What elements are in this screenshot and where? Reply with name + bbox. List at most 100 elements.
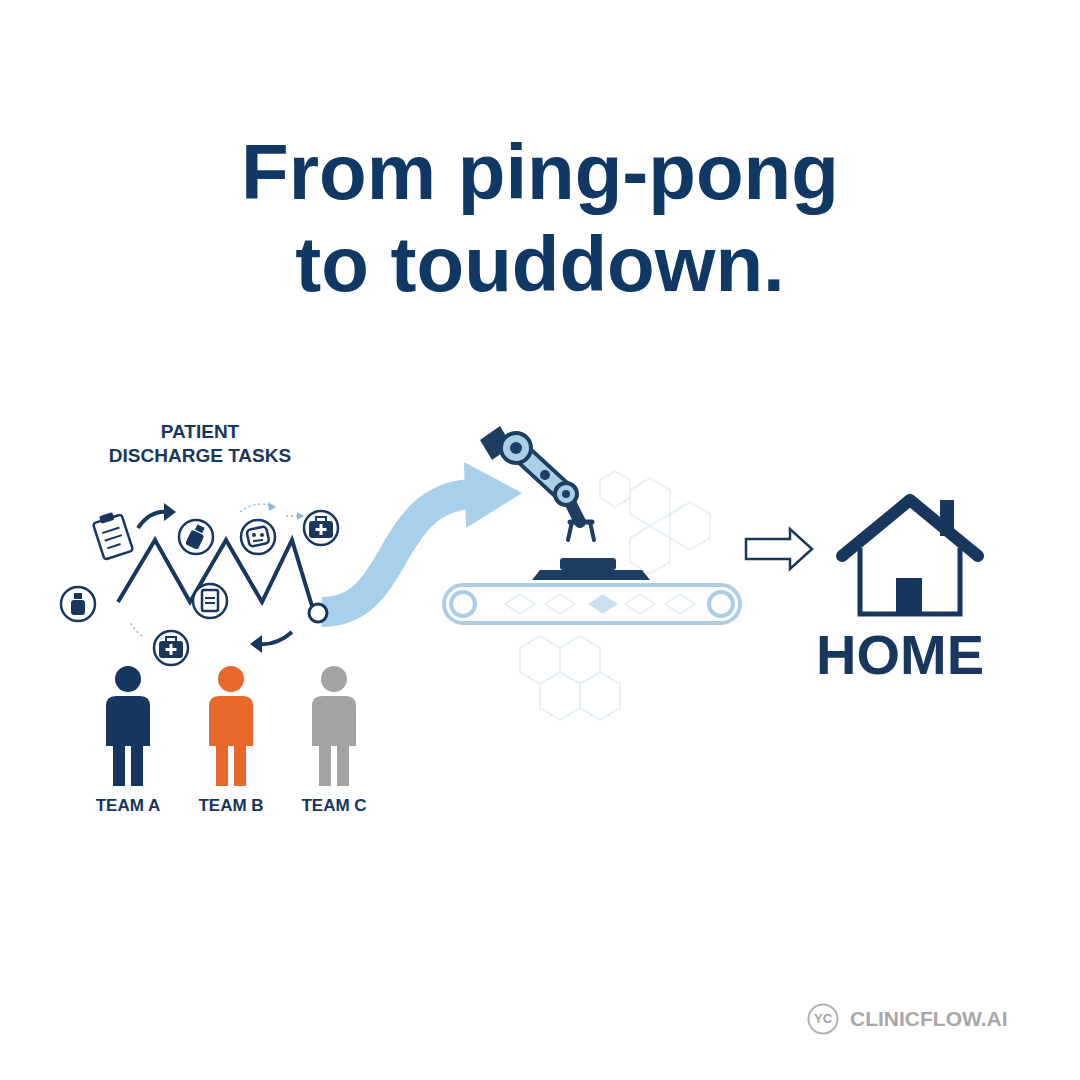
figure-leg — [337, 742, 349, 786]
medkit-icon — [304, 511, 338, 545]
belt-diamond — [588, 594, 618, 614]
destination-label: HOME — [816, 626, 984, 685]
team-figure — [209, 666, 253, 786]
document-icon — [193, 584, 227, 618]
text-slot: PATIENT DISCHARGE TASKS — [103, 420, 298, 469]
team-figure — [312, 666, 356, 786]
document-lines — [205, 598, 215, 603]
bottle-icon — [61, 587, 95, 621]
belt-roller — [451, 592, 475, 616]
clipboard-line — [105, 535, 122, 541]
team-label: TEAM B — [198, 796, 263, 816]
pill-line — [253, 540, 263, 541]
arm-joint — [555, 483, 577, 505]
figure-body — [209, 696, 253, 746]
pill-box — [246, 526, 269, 547]
team-label: TEAM A — [96, 796, 161, 816]
gripper-fingers — [568, 522, 594, 540]
figure-head — [115, 666, 141, 692]
conveyor-belt — [444, 585, 740, 623]
robot-base — [532, 570, 650, 580]
figure-body — [106, 696, 150, 746]
hexagon — [540, 672, 580, 720]
pill-dot — [252, 533, 256, 537]
belt-outline — [444, 585, 740, 623]
belt-roller — [709, 592, 733, 616]
icon-circle — [179, 520, 213, 554]
outline-arrow — [746, 529, 812, 569]
text-slot: TEAM B — [198, 796, 263, 816]
watermark: CLINICFLOW.AI — [850, 1006, 1007, 1031]
team-figure — [106, 666, 150, 786]
icon-circle — [241, 520, 275, 554]
hexagon — [520, 636, 560, 684]
start-dot — [309, 604, 327, 622]
belt-diamond — [545, 594, 575, 614]
logo-text: YC — [814, 1012, 832, 1026]
text-slot: HOME — [816, 626, 984, 685]
flow-arrow-head — [464, 462, 522, 528]
dotted-arrow — [240, 504, 272, 512]
house-icon — [842, 500, 978, 614]
dotted-arrow — [130, 622, 142, 636]
text-slot: TEAM C — [301, 796, 366, 816]
figure-leg — [216, 742, 228, 786]
house-door — [896, 578, 922, 614]
clipboard-lines — [102, 528, 124, 549]
hexagon — [630, 478, 670, 526]
arm-joint-core — [562, 490, 570, 498]
medkit-handle — [316, 517, 326, 522]
hexagon — [580, 672, 620, 720]
medkit-cross — [316, 524, 327, 535]
pill-dot — [260, 533, 264, 537]
ping-pong-arrows — [138, 512, 292, 644]
clipboard-icon — [93, 512, 133, 560]
document-sheet — [202, 590, 218, 611]
robot-arm — [480, 426, 650, 580]
clipboard-clip — [99, 512, 115, 524]
arm-joint — [501, 433, 531, 463]
arm-joint-core — [510, 442, 522, 454]
figure-head — [321, 666, 347, 692]
bottle-body — [71, 600, 85, 615]
clipboard-board — [93, 514, 133, 559]
clipboard-line — [102, 528, 119, 534]
icon-circle — [61, 587, 95, 621]
figure-leg — [319, 742, 331, 786]
belt-diamond — [665, 594, 695, 614]
medkit-handle — [166, 637, 176, 642]
logo-ring — [809, 1005, 838, 1034]
medkit-cross — [166, 644, 177, 655]
figure-leg — [113, 742, 125, 786]
text-slot: From ping-pong to touddown. — [220, 126, 860, 310]
clipboard-line — [107, 544, 120, 548]
belt-diamond — [625, 594, 655, 614]
faint-arrows — [130, 504, 300, 636]
icon-circle — [304, 511, 338, 545]
hexagon — [670, 502, 710, 550]
curved-arrow — [138, 512, 168, 528]
figure-leg — [131, 742, 143, 786]
diagram-title: From ping-pong to touddown. — [220, 126, 860, 310]
belt-pattern — [505, 594, 695, 614]
icon-circle — [154, 631, 188, 665]
hexagon — [630, 526, 670, 574]
robot-pad — [560, 558, 616, 570]
section-label: PATIENT DISCHARGE TASKS — [103, 420, 298, 469]
team-label: TEAM C — [301, 796, 366, 816]
figure-body — [312, 696, 356, 746]
logo-circle: YC — [807, 1003, 839, 1035]
hexagon — [600, 471, 630, 507]
arm-bolt — [540, 470, 550, 480]
arrow-head — [250, 635, 262, 653]
pill-box-icon — [241, 520, 275, 554]
medkit-case — [309, 521, 333, 538]
medkit-icon — [154, 631, 188, 665]
bottle-cap — [74, 593, 82, 599]
medkit-case — [159, 641, 183, 658]
text-slot: CLINICFLOW.AI — [850, 1006, 1007, 1031]
arrow-head — [164, 503, 176, 521]
curved-arrow — [258, 632, 292, 644]
